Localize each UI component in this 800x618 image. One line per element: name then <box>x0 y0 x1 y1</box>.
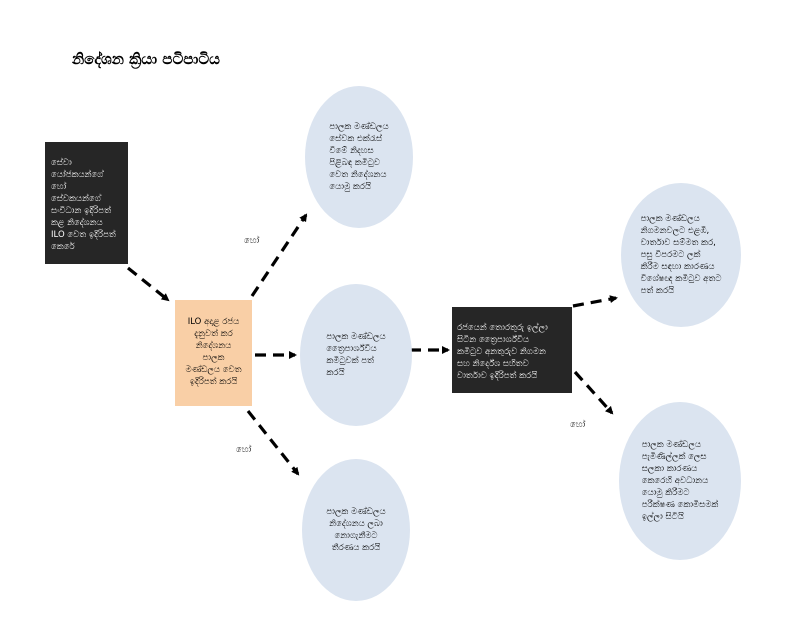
or-label-lower: හෝ <box>236 445 252 455</box>
node-committee: රජයෙන් තොරතුරු ඉල්ලා සිටින ත්‍රෛපාර්ශ්වී… <box>452 307 572 393</box>
node-committee-text: රජයෙන් තොරතුරු ඉල්ලා සිටින ත්‍රෛපාර්ශ්වී… <box>457 323 548 381</box>
node-source-text: සේවා යෝජකයන්ගේ හෝ සේවකයන්ගේ සංවිධාන ඉදිර… <box>51 158 116 252</box>
node-ilo: ILO අදාළ රජය දැනුවත් කර නිදේශනය පාලක මණ්… <box>175 300 252 406</box>
node-source: සේවා යෝජකයන්ගේ හෝ සේවකයන්ගේ සංවිධාන ඉදිර… <box>45 142 128 264</box>
or-label-right: හෝ <box>570 420 586 430</box>
node-gb-inquiry-text: පාලක මණ්ඩලය පැමිණිල්ලක් ලෙස සලකා කාරණය ක… <box>641 440 719 522</box>
arrow-committee-to-inquiry <box>573 370 614 415</box>
arrow-committee-to-publish <box>572 295 618 308</box>
node-gb-tripartite: පාලක මණ්ඩලය ත්‍රෛපාර්ශ්වීය කමිටුවක් පත් … <box>300 284 412 426</box>
node-gb-decline-text: පාලක මණ්ඩලය නිදේශනය ලබා නොගැනීමට තීරණය ක… <box>326 507 386 553</box>
or-label-upper: හෝ <box>244 236 260 246</box>
arrow-source-to-ilo <box>127 266 170 302</box>
node-gb-publish-text: පාලක මණ්ඩලය නිගමනවලට එළඹී, වාර්තාව සම්මත… <box>640 214 722 296</box>
node-gb-refer: පාලක මණ්ඩලය සේවක එක්රැස් වීමේ නිදහස පිළි… <box>305 86 413 228</box>
page-title: නිදේශන ක්‍රියා පටිපාටිය <box>72 50 220 68</box>
arrow-ilo-to-decline <box>246 410 300 476</box>
node-ilo-text: ILO අදාළ රජය දැනුවත් කර නිදේශනය පාලක මණ්… <box>185 317 242 387</box>
arrow-ilo-to-refer <box>250 213 308 297</box>
node-gb-tripartite-text: පාලක මණ්ඩලය ත්‍රෛපාර්ශ්වීය කමිටුවක් පත් … <box>326 332 386 378</box>
node-gb-refer-text: පාලක මණ්ඩලය සේවක එක්රැස් වීමේ නිදහස පිළි… <box>329 122 389 192</box>
node-gb-decline: පාලක මණ්ඩලය නිදේශනය ලබා නොගැනීමට තීරණය ක… <box>302 459 410 601</box>
node-gb-publish: පාලක මණ්ඩලය නිගමනවලට එළඹී, වාර්තාව සම්මත… <box>621 183 741 327</box>
node-gb-inquiry: පාලක මණ්ඩලය පැමිණිල්ලක් ලෙස සලකා කාරණය ක… <box>619 402 741 560</box>
